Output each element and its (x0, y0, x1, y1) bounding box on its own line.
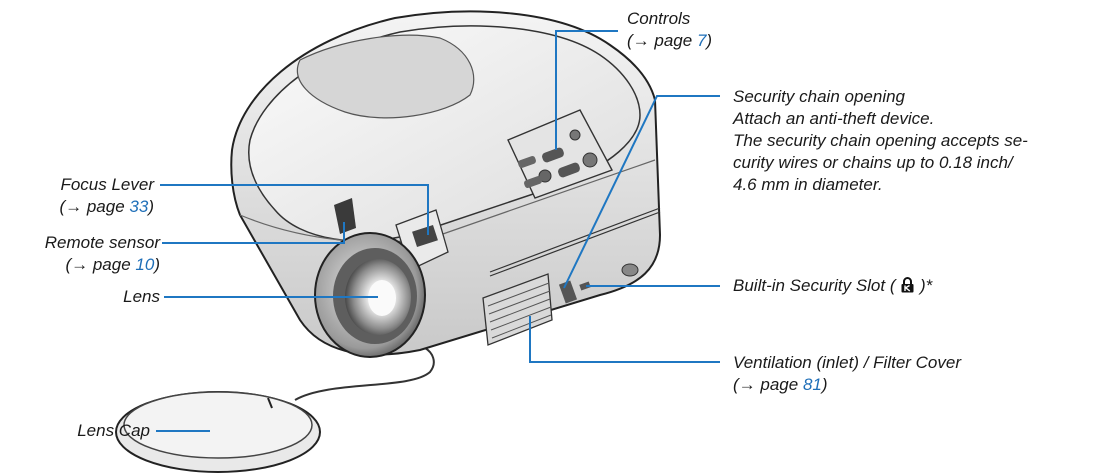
lens-cap (115, 391, 321, 473)
controls-label: Controls (→ page 7) (627, 9, 713, 50)
kensington-lock-icon (901, 277, 914, 293)
ventilation-label: Ventilation (inlet) / Filter Cover (→ pa… (733, 353, 962, 394)
leader-ventilation (529, 316, 720, 363)
lens-label: Lens (123, 287, 160, 306)
focus-lever-label: Focus Lever (→ page 33) (59, 175, 154, 216)
leader-remote-sensor (162, 222, 345, 244)
leader-focus-lever (160, 184, 429, 235)
ventilation-page-link[interactable]: 81 (802, 375, 822, 394)
lens-assembly (314, 232, 426, 358)
security-chain-label: Security chain opening Attach an anti-th… (733, 87, 1028, 194)
remote-sensor-page-link[interactable]: 10 (135, 255, 155, 274)
projector-body (230, 10, 662, 356)
security-slot-label: Built-in Security Slot ( )* (733, 276, 933, 295)
remote-sensor-label: Remote sensor (→ page 10) (44, 233, 160, 274)
leader-security-chain (563, 95, 720, 289)
focus-lever-page-link[interactable]: 33 (129, 197, 149, 216)
lens-cap-label: Lens Cap (77, 421, 150, 440)
cap-cord (294, 347, 435, 401)
leader-controls (555, 30, 618, 150)
leader-lines (156, 30, 720, 432)
controls-page-link[interactable]: 7 (696, 31, 707, 50)
